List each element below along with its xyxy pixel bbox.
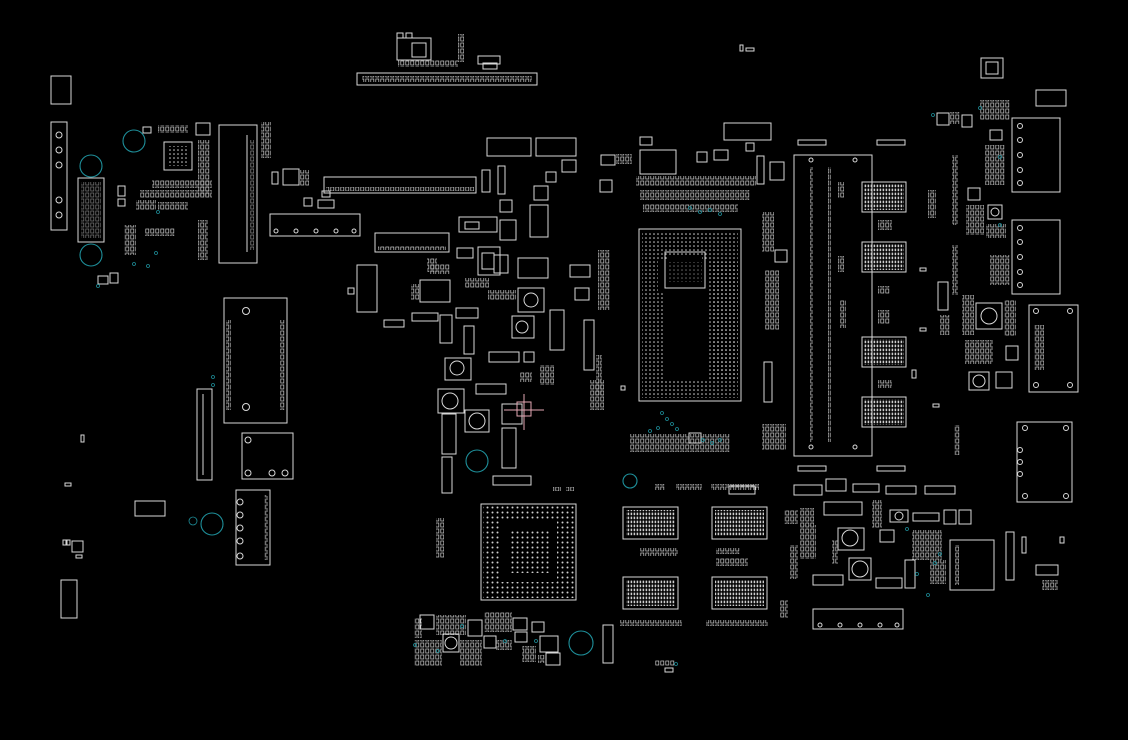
via-icon	[122, 129, 146, 153]
via-icon	[465, 449, 489, 473]
cpu-surrounding-parts[interactable]	[599, 122, 788, 495]
via-icon	[622, 473, 638, 489]
right-cluster-components[interactable]	[931, 100, 1019, 455]
via-icon	[200, 512, 224, 536]
right-side-ports[interactable]	[980, 57, 1079, 503]
bottom-bga-package[interactable]	[480, 503, 577, 601]
left-edge-components[interactable]	[50, 75, 224, 619]
upper-center-connectors[interactable]	[269, 168, 477, 253]
top-fpc-connector[interactable]	[356, 32, 538, 86]
ram-slot[interactable]	[793, 139, 940, 472]
center-left-components[interactable]	[347, 137, 610, 494]
long-connector	[218, 124, 258, 264]
memory-chips[interactable]	[436, 506, 768, 626]
bottom-right-components[interactable]	[780, 478, 1065, 630]
left-middle-blocks[interactable]	[196, 297, 294, 566]
cpu-bga-package[interactable]	[638, 228, 742, 402]
via-icon	[79, 243, 103, 267]
smd-part[interactable]	[745, 47, 755, 52]
left-upper-cluster[interactable]	[96, 122, 272, 288]
cursor-crosshair-icon	[504, 394, 544, 430]
bottom-left-cluster[interactable]	[413, 612, 678, 673]
smd-part[interactable]	[739, 44, 744, 52]
via-icon	[568, 630, 594, 656]
via-icon	[79, 154, 103, 178]
